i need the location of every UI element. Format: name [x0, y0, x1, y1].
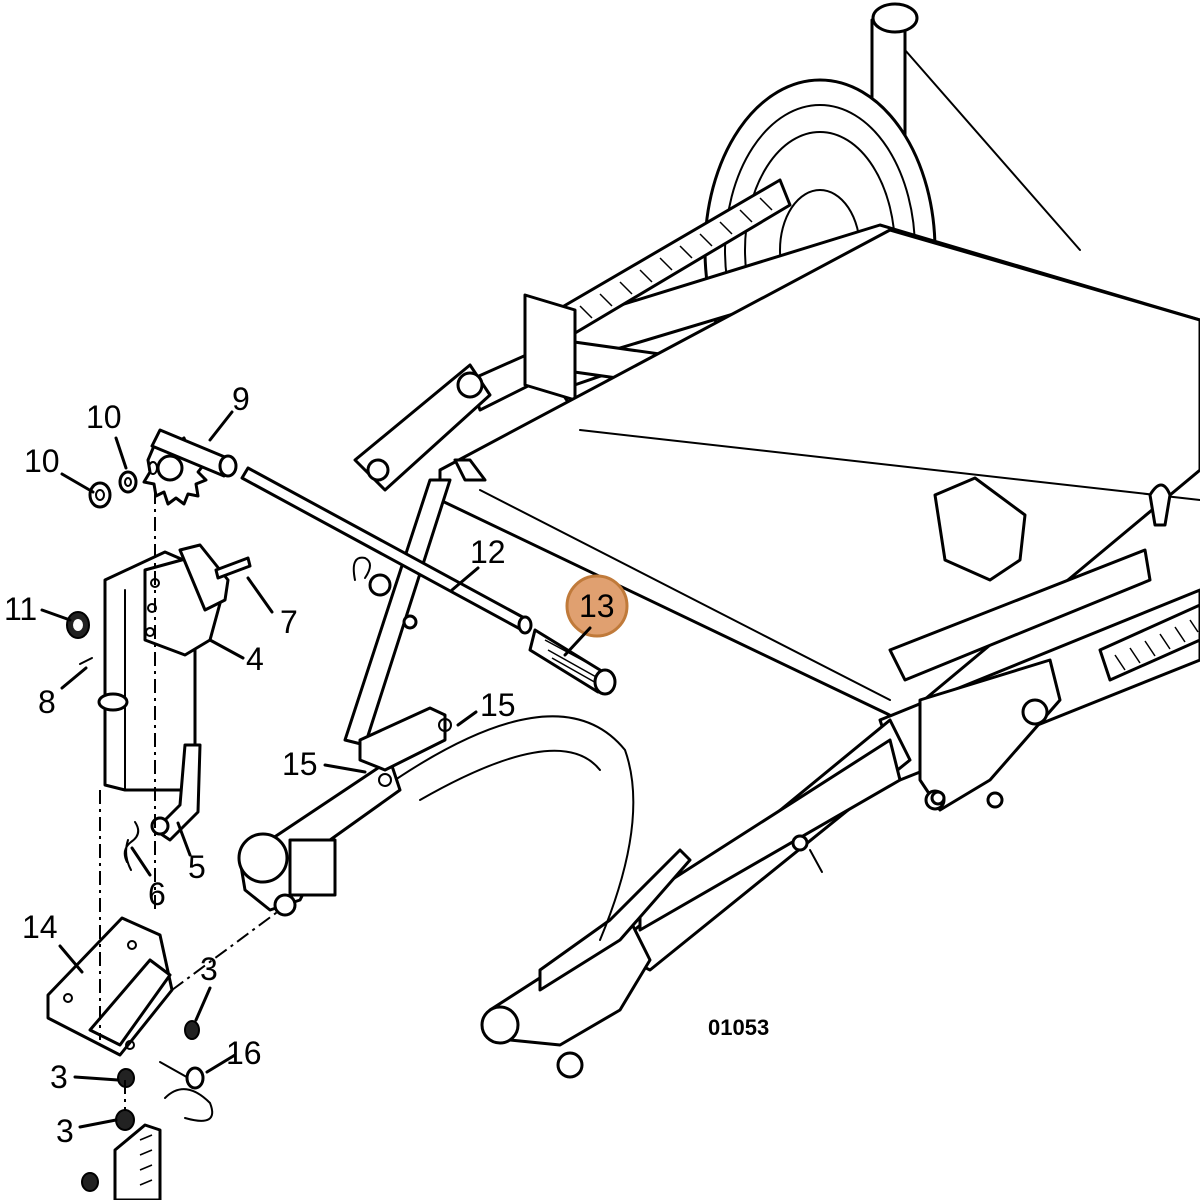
nut-part-11: [66, 611, 90, 639]
spring-pin-part-6: [123, 821, 140, 871]
callout-15-right: 15: [480, 687, 516, 723]
callout-14: 14: [22, 909, 58, 945]
callout-13: 13: [579, 588, 615, 624]
callout-10-upper: 10: [86, 399, 122, 435]
callout-leaders: [40, 410, 592, 1129]
callout-4: 4: [246, 641, 264, 677]
pin-part-8: [79, 657, 93, 665]
pin-part-16: [159, 1061, 214, 1122]
callout-16: 16: [226, 1035, 262, 1071]
callout-5: 5: [188, 849, 206, 885]
callout-3-upper: 3: [200, 951, 218, 987]
frame-assembly: [237, 2, 1200, 1079]
assembly-center-lines: [99, 490, 281, 1110]
figure-number: 01053: [708, 1015, 769, 1040]
callout-3-lower: 3: [56, 1113, 74, 1149]
washer-part-10b: [118, 470, 138, 494]
callout-labels: 9 10 10 11 7 4 8 12 13 15 15 5 6 14 3 16…: [4, 381, 615, 1149]
cover-part-14: [46, 916, 174, 1057]
callout-13-highlight: [565, 574, 629, 638]
callout-6: 6: [148, 876, 166, 912]
pin-part-7: [214, 556, 252, 580]
channel-post: [81, 1123, 162, 1200]
nut-part-3a: [184, 1020, 200, 1040]
callout-9: 9: [232, 381, 250, 417]
callout-3-middle: 3: [50, 1059, 68, 1095]
callout-15-left: 15: [282, 746, 318, 782]
callout-8: 8: [38, 684, 56, 720]
grip-part-13: [528, 628, 617, 696]
bolt-part-3c: [115, 1109, 135, 1131]
callout-11: 11: [4, 591, 37, 627]
callout-12: 12: [470, 534, 506, 570]
bracket-part-4: [97, 543, 230, 792]
washer-part-10a: [88, 481, 112, 509]
callout-7: 7: [280, 604, 298, 640]
shaft-part-9: [150, 428, 238, 478]
callout-10-lower: 10: [24, 443, 60, 479]
latch-part-5: [150, 743, 202, 842]
shaft-part-12: [240, 466, 533, 635]
